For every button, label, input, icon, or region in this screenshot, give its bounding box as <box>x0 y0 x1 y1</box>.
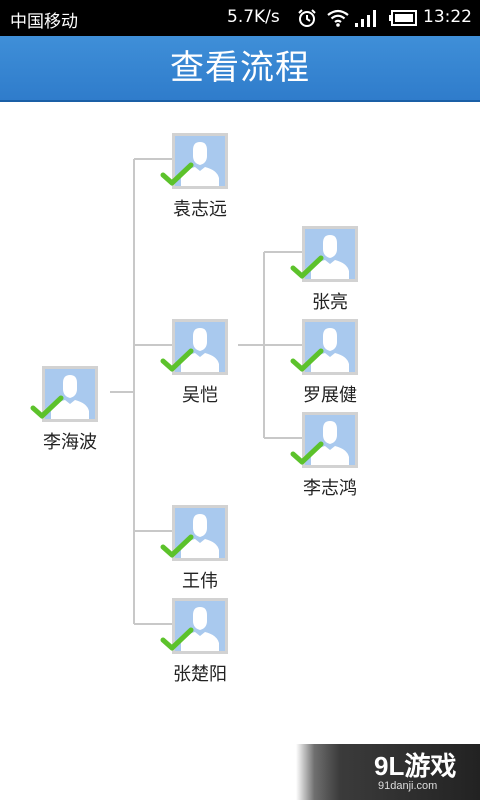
alarm-icon <box>298 9 316 27</box>
node-name: 张楚阳 <box>173 664 227 685</box>
flow-node-level1[interactable]: 吴恺 <box>140 319 260 407</box>
avatar-wrapper <box>290 412 358 468</box>
clock-time: 13:22 <box>423 7 472 27</box>
node-name: 王伟 <box>182 571 218 592</box>
check-icon <box>290 348 324 372</box>
flow-node-root[interactable]: 李海波 <box>10 366 130 454</box>
status-bar: 中国移动 5.7K/s 13:22 <box>0 0 480 36</box>
check-icon <box>160 627 194 651</box>
watermark-logo-text: 9L游戏 <box>374 751 457 781</box>
flow-node-level1[interactable]: 张楚阳 <box>140 598 260 686</box>
wifi-icon <box>327 9 349 27</box>
avatar-wrapper <box>160 319 228 375</box>
user-avatar-icon <box>175 601 225 651</box>
check-icon <box>290 441 324 465</box>
avatar <box>42 366 98 422</box>
avatar-wrapper <box>160 598 228 654</box>
network-speed: 5.7K/s <box>227 7 280 27</box>
user-avatar-icon <box>305 415 355 465</box>
node-name: 袁志远 <box>173 199 227 220</box>
avatar <box>172 598 228 654</box>
check-icon <box>160 348 194 372</box>
avatar <box>302 412 358 468</box>
page-title: 查看流程 <box>170 48 310 88</box>
flow-node-level1[interactable]: 王伟 <box>140 505 260 593</box>
avatar-wrapper <box>290 226 358 282</box>
watermark-url: 91danji.com <box>378 780 438 792</box>
check-icon <box>160 162 194 186</box>
check-icon <box>160 534 194 558</box>
flow-node-level1[interactable]: 袁志远 <box>140 133 260 221</box>
avatar <box>172 505 228 561</box>
user-avatar-icon <box>175 136 225 186</box>
node-name: 吴恺 <box>182 385 218 406</box>
avatar-wrapper <box>30 366 98 422</box>
signal-icon <box>355 10 376 27</box>
user-avatar-icon <box>305 322 355 372</box>
check-icon <box>30 395 64 419</box>
user-avatar-icon <box>175 508 225 558</box>
avatar <box>302 319 358 375</box>
title-bar: 查看流程 <box>0 36 480 102</box>
flow-node-level2[interactable]: 李志鸿 <box>270 412 390 500</box>
site-watermark: 9L游戏 91danji.com <box>296 744 480 800</box>
user-avatar-icon <box>45 369 95 419</box>
user-avatar-icon <box>305 229 355 279</box>
avatar-wrapper <box>160 505 228 561</box>
node-name: 张亮 <box>312 292 348 313</box>
node-name: 李海波 <box>43 432 97 453</box>
battery-icon <box>389 10 417 26</box>
flow-node-level2[interactable]: 罗展健 <box>270 319 390 407</box>
avatar-wrapper <box>290 319 358 375</box>
flow-node-level2[interactable]: 张亮 <box>270 226 390 314</box>
node-name: 李志鸿 <box>303 478 357 499</box>
avatar <box>172 133 228 189</box>
node-name: 罗展健 <box>303 385 357 406</box>
avatar <box>172 319 228 375</box>
user-avatar-icon <box>175 322 225 372</box>
carrier-name: 中国移动 <box>10 12 78 32</box>
avatar <box>302 226 358 282</box>
check-icon <box>290 255 324 279</box>
avatar-wrapper <box>160 133 228 189</box>
